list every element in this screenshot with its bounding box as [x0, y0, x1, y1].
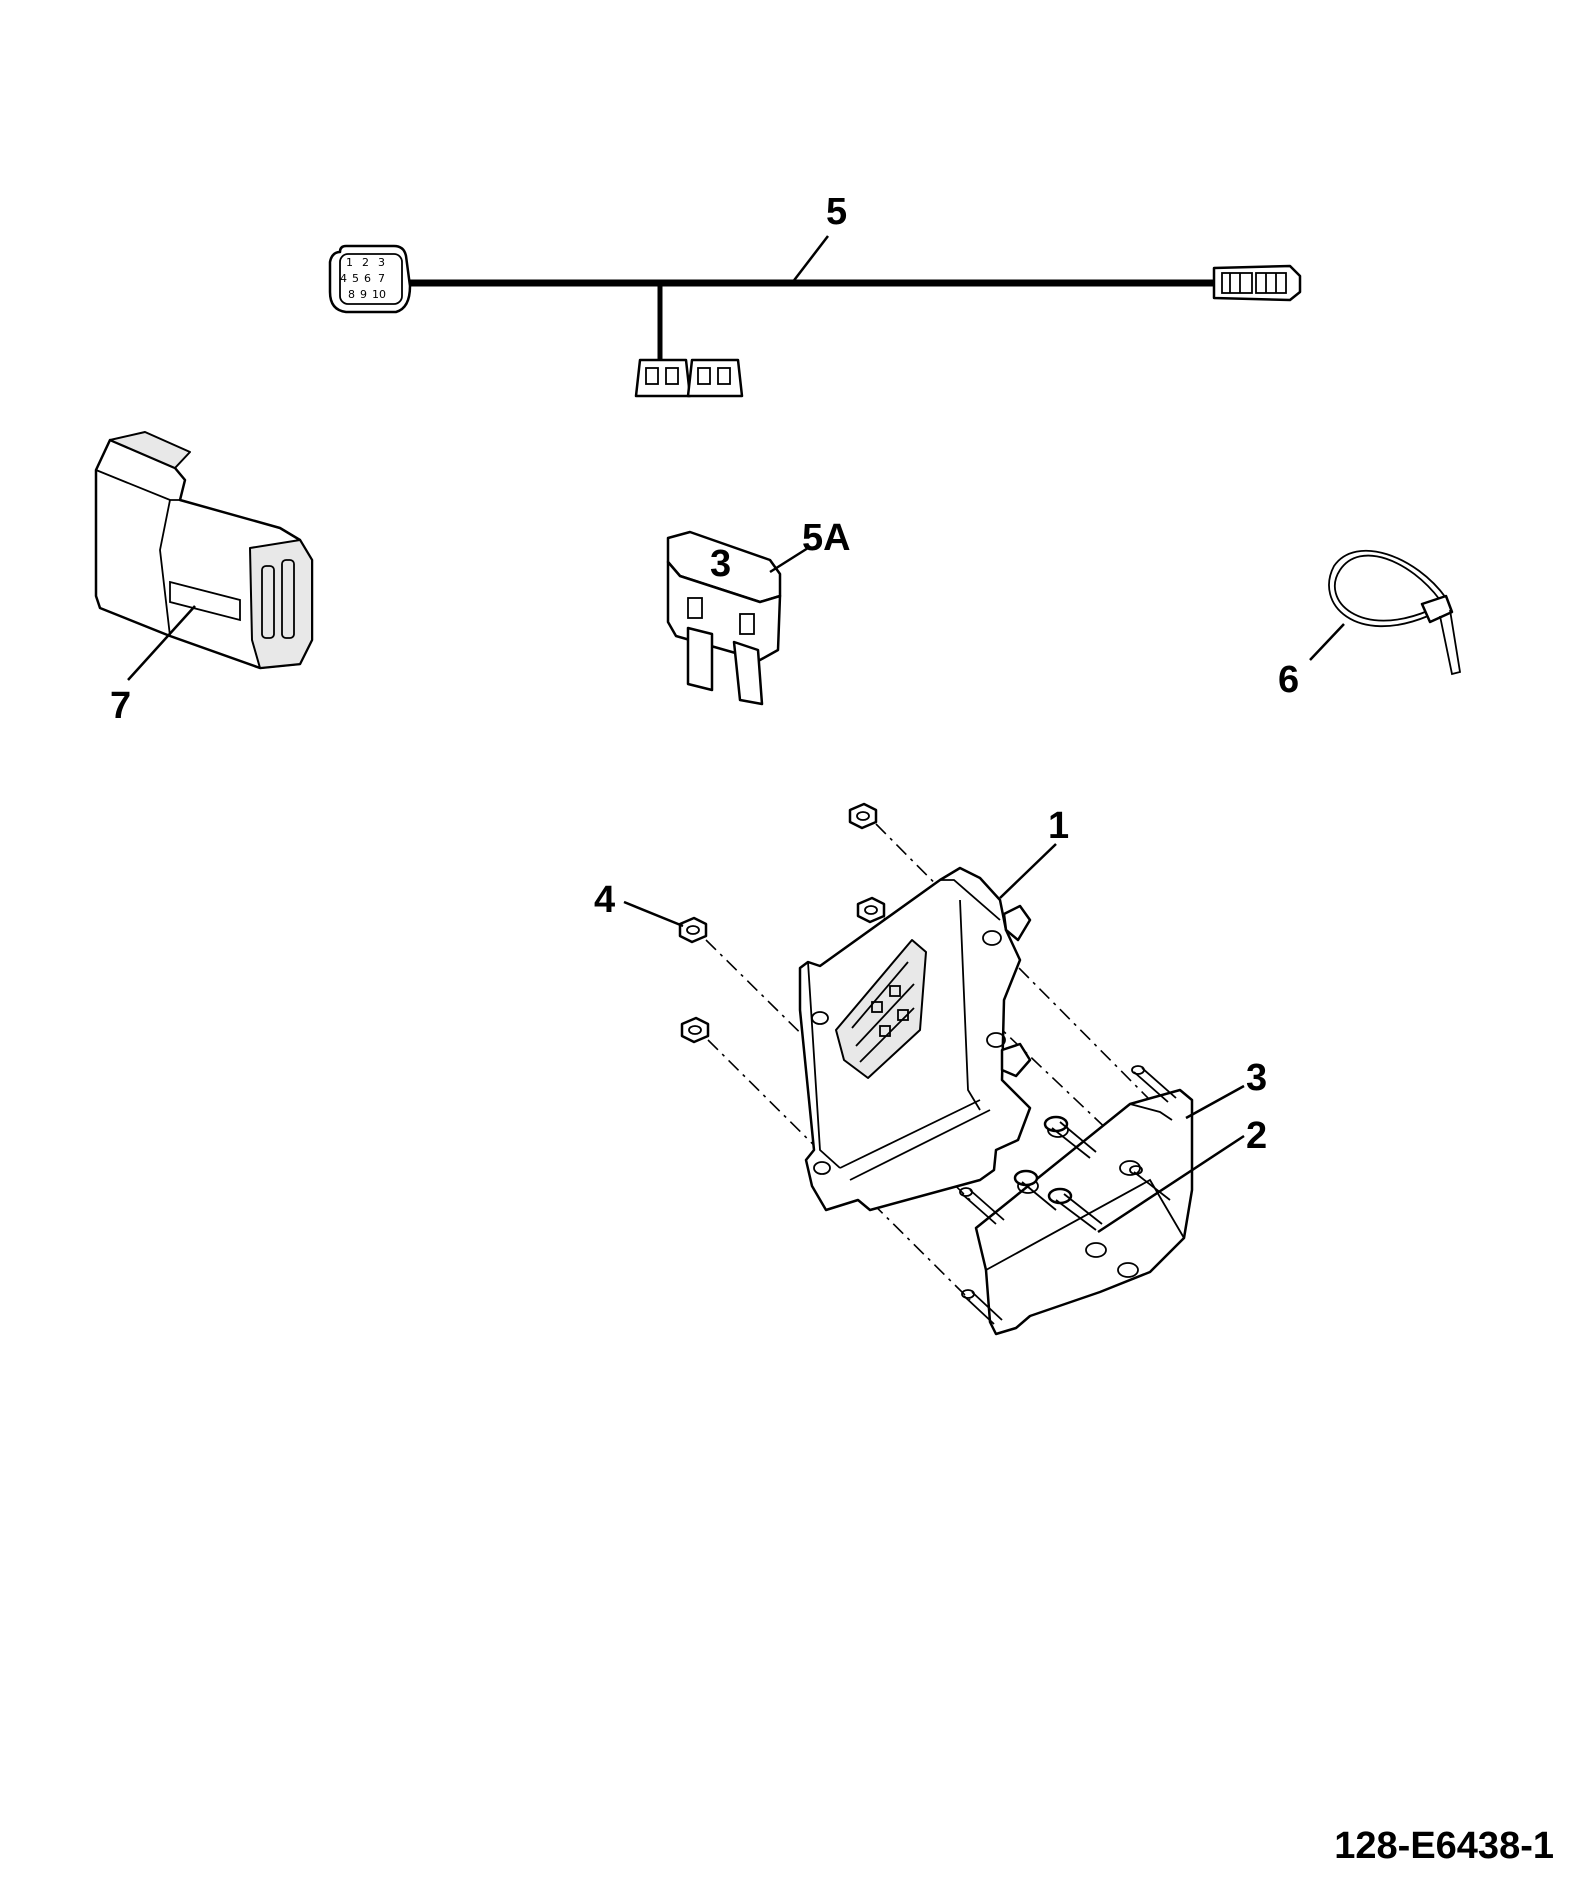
pin-label-4: 4 — [340, 272, 347, 285]
pin-label-5: 5 — [352, 272, 359, 285]
callout-3: 3 — [1246, 1057, 1267, 1099]
callout-1: 1 — [1048, 805, 1069, 847]
callout-6: 6 — [1278, 659, 1299, 701]
leader-line-4 — [623, 900, 684, 928]
pin-label-1: 1 — [346, 256, 353, 269]
wiring-harness: 1 2 3 4 5 6 7 8 9 10 — [328, 191, 1302, 398]
stud — [1047, 1187, 1103, 1231]
flange-nut — [856, 896, 886, 924]
pin-label-7: 7 — [378, 272, 385, 285]
rectangular-connector — [1212, 264, 1302, 302]
stud — [1013, 1169, 1057, 1211]
stud — [961, 1289, 1003, 1325]
stud — [1131, 1065, 1177, 1103]
cable-tie: 6 — [1278, 549, 1462, 701]
branch-connectors — [634, 358, 744, 398]
control-module: 1 — [798, 805, 1069, 1212]
stud — [1043, 1115, 1097, 1159]
leader-line-6 — [1309, 623, 1345, 661]
connector-housing: 7 — [94, 431, 314, 727]
callout-5a: 5A — [802, 517, 851, 559]
flange-nut — [848, 802, 878, 830]
leader-line-5a — [769, 546, 809, 574]
leader-line-3 — [1185, 1084, 1245, 1120]
stud — [1129, 1165, 1171, 1201]
leader-line-1 — [999, 843, 1057, 899]
pin-label-2: 2 — [362, 256, 369, 269]
fuse-rating-label: 3 — [710, 543, 731, 585]
leader-line-2 — [1097, 1134, 1245, 1234]
leader-line-7 — [127, 605, 196, 681]
pin-label-8: 8 — [348, 288, 355, 301]
callout-7: 7 — [110, 685, 131, 727]
callout-4: 4 — [594, 879, 615, 921]
blade-fuse: 3 5A — [666, 517, 851, 706]
flange-nut — [678, 916, 708, 944]
pin-label-9: 9 — [360, 288, 367, 301]
callout-5: 5 — [826, 191, 847, 233]
drawing-code: 128-E6438-1 — [1334, 1825, 1554, 1867]
leader-line-5 — [791, 235, 829, 284]
flange-nut — [680, 1016, 710, 1044]
stud — [959, 1187, 1005, 1225]
studs: 2 — [959, 1065, 1267, 1325]
round-connector: 1 2 3 4 5 6 7 8 9 10 — [328, 244, 412, 314]
pin-label-6: 6 — [364, 272, 371, 285]
flange-nuts: 4 — [594, 802, 886, 1044]
callout-2: 2 — [1246, 1115, 1267, 1157]
pin-label-10: 10 — [372, 288, 386, 301]
pin-label-3: 3 — [378, 256, 385, 269]
